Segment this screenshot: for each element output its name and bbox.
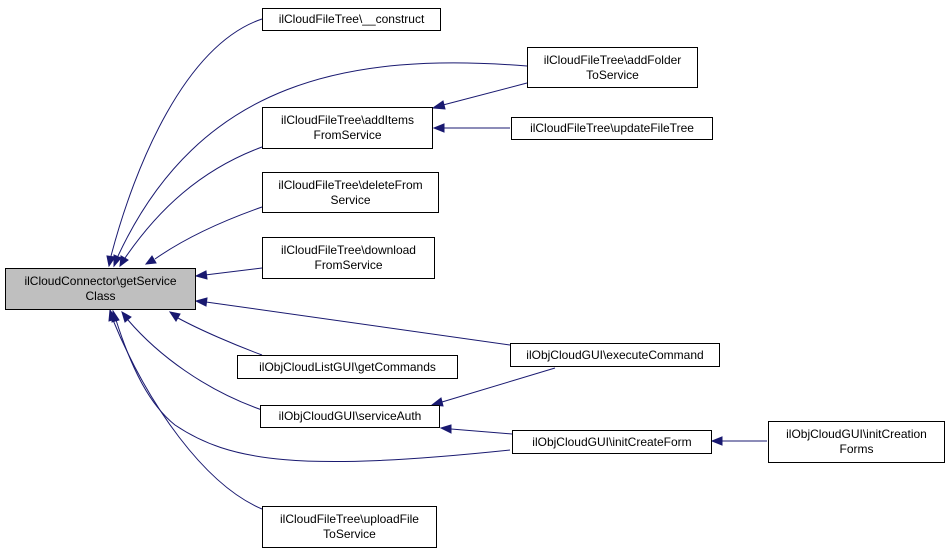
node-additems-line-1: ilCloudFileTree\addItems bbox=[281, 113, 414, 127]
node-executecommand[interactable]: ilObjCloudGUI\executeCommand bbox=[510, 343, 720, 367]
node-deletefrom-line-1: ilCloudFileTree\deleteFrom bbox=[278, 177, 423, 192]
node-download-line-1: ilCloudFileTree\download bbox=[281, 243, 416, 257]
edge-initcreateform-to-root bbox=[115, 319, 511, 463]
node-download-line-2: FromService bbox=[314, 258, 383, 272]
node-deletefrom[interactable]: ilCloudFileTree\deleteFrom Service bbox=[262, 172, 439, 213]
node-executecommand-label: ilObjCloudGUI\executeCommand bbox=[526, 347, 704, 362]
node-updatefiletree[interactable]: ilCloudFileTree\updateFileTree bbox=[511, 117, 713, 140]
node-addfolder[interactable]: ilCloudFileTree\addFolder ToService bbox=[527, 47, 698, 88]
node-getcommands[interactable]: ilObjCloudListGUI\getCommands bbox=[237, 355, 458, 379]
node-initcreationforms[interactable]: ilObjCloudGUI\initCreation Forms bbox=[768, 421, 945, 463]
edge-serviceauth-to-root bbox=[127, 319, 263, 411]
node-initcreateform-label: ilObjCloudGUI\initCreateForm bbox=[532, 434, 692, 449]
arrowhead-executecommand-to-root bbox=[194, 297, 208, 307]
node-addfolder-line-1: ilCloudFileTree\addFolder bbox=[543, 52, 682, 67]
node-uploadfile-line-1: ilCloudFileTree\uploadFile bbox=[280, 512, 419, 526]
node-additems[interactable]: ilCloudFileTree\addItems FromService bbox=[262, 107, 433, 149]
node-additems-line-2: FromService bbox=[313, 128, 382, 142]
edge-uploadfile-to-root bbox=[112, 319, 263, 510]
node-download[interactable]: ilCloudFileTree\download FromService bbox=[262, 237, 435, 279]
node-uploadfile-line-2: ToService bbox=[323, 527, 376, 541]
edge-initcreateform-to-serviceauth bbox=[450, 428, 513, 435]
arrowhead-updatefiletree-to-additems bbox=[432, 123, 445, 133]
node-root: ilCloudConnector\getService Class bbox=[5, 268, 196, 310]
arrowhead-download-to-root bbox=[194, 270, 208, 280]
arrowhead-uploadfile-to-root bbox=[108, 308, 117, 322]
arrowhead-addfolder-to-additems bbox=[431, 100, 446, 110]
node-initcreationforms-line-2: Forms bbox=[839, 442, 874, 456]
arrowhead-initcreationforms-to-initcreateform bbox=[710, 436, 723, 446]
edge-executecommand-to-serviceauth bbox=[441, 367, 556, 403]
node-uploadfile[interactable]: ilCloudFileTree\uploadFile ToService bbox=[262, 506, 437, 548]
arrowhead-getcommands-to-root bbox=[168, 311, 181, 322]
edge-executecommand-to-root bbox=[205, 301, 511, 346]
edge-additems-to-root bbox=[124, 146, 263, 259]
node-initcreationforms-line-1: ilObjCloudGUI\initCreation bbox=[786, 427, 927, 441]
node-root-line-2: Class bbox=[85, 289, 116, 303]
arrowhead-deletefrom-to-root bbox=[144, 255, 157, 265]
edge-addfolder-to-additems bbox=[442, 82, 528, 106]
edge-download-to-root bbox=[204, 267, 263, 276]
arrowhead-additems-to-root bbox=[119, 255, 129, 268]
node-construct-label: ilCloudFileTree\__construct bbox=[278, 12, 425, 26]
edge-addfolder-to-root bbox=[117, 62, 528, 257]
edge-deletefrom-to-root bbox=[154, 206, 263, 260]
node-addfolder-line-2: ToService bbox=[586, 67, 639, 82]
arrowhead-serviceauth-to-root bbox=[121, 310, 132, 323]
arrowhead-addfolder-to-root bbox=[113, 254, 122, 268]
node-getcommands-label: ilObjCloudListGUI\getCommands bbox=[259, 359, 436, 374]
node-construct[interactable]: ilCloudFileTree\__construct bbox=[262, 8, 441, 31]
node-serviceauth-label: ilObjCloudGUI\serviceAuth bbox=[278, 409, 422, 423]
node-initcreateform[interactable]: ilObjCloudGUI\initCreateForm bbox=[512, 430, 712, 454]
node-serviceauth[interactable]: ilObjCloudGUI\serviceAuth bbox=[260, 405, 440, 428]
arrowhead-construct-to-root bbox=[106, 255, 116, 268]
edge-construct-to-root bbox=[110, 18, 263, 257]
node-root-line-1: ilCloudConnector\getService bbox=[24, 274, 177, 288]
node-deletefrom-line-2: Service bbox=[330, 192, 371, 207]
edge-getcommands-to-root bbox=[177, 317, 263, 356]
node-updatefiletree-label: ilCloudFileTree\updateFileTree bbox=[530, 121, 694, 135]
arrowhead-initcreateform-to-serviceauth bbox=[439, 424, 452, 434]
